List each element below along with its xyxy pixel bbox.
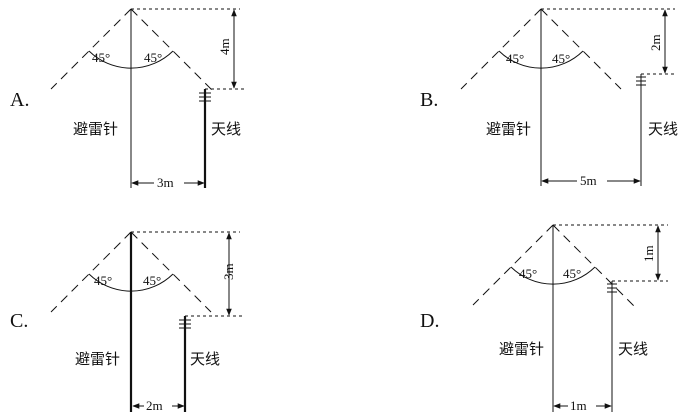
distance-label-bg xyxy=(568,397,596,413)
height-label: 3m xyxy=(221,263,236,280)
left-angle-label: 45° xyxy=(94,273,112,288)
protection-cone-left xyxy=(460,8,542,90)
right-angle-label: 45° xyxy=(143,273,161,288)
panel-a: A. 45° 45° 4m 避雷针 天线 3m xyxy=(10,8,244,190)
rod-label: 避雷针 xyxy=(75,350,120,368)
right-angle-label: 45° xyxy=(552,51,570,66)
antenna-label: 天线 xyxy=(211,120,241,138)
distance-label-bg xyxy=(144,397,172,413)
distance-label: 2m xyxy=(146,398,163,413)
protection-cone-right xyxy=(130,231,212,313)
protection-cone-right xyxy=(540,8,622,90)
left-angle-label: 45° xyxy=(506,51,524,66)
right-angle-label: 45° xyxy=(144,50,162,65)
antenna-label: 天线 xyxy=(648,120,678,138)
distance-label: 3m xyxy=(157,175,174,190)
protection-cone-left xyxy=(50,8,132,90)
panel-c: C. 45° 45° 3m 避雷针 天线 2m xyxy=(10,231,244,413)
angle-arc xyxy=(88,273,174,292)
option-label: B. xyxy=(420,89,438,111)
angle-arc xyxy=(88,50,174,69)
angle-arc xyxy=(510,266,596,285)
distance-label-bg xyxy=(577,172,607,188)
rod-label: 避雷针 xyxy=(499,340,544,358)
rod-label: 避雷针 xyxy=(486,120,531,138)
protection-cone-right xyxy=(552,224,637,309)
panel-b: B. 45° 45° 2m 避雷针 天线 5m xyxy=(420,8,678,188)
rod-label: 避雷针 xyxy=(73,120,118,138)
antenna-label: 天线 xyxy=(618,340,648,358)
height-label: 4m xyxy=(217,38,232,55)
distance-label: 5m xyxy=(580,173,597,188)
distance-label: 1m xyxy=(570,398,587,413)
height-label: 2m xyxy=(648,34,663,51)
option-label: D. xyxy=(420,310,439,332)
option-label: C. xyxy=(10,310,28,332)
protection-cone-right xyxy=(130,8,214,92)
left-angle-label: 45° xyxy=(519,266,537,281)
distance-label-bg xyxy=(154,174,184,190)
height-label: 1m xyxy=(641,245,656,262)
option-label: A. xyxy=(10,89,29,111)
angle-arc xyxy=(498,50,584,69)
panel-d: D. 45° 45° 1m 避雷针 天线 1m xyxy=(420,224,668,413)
protection-cone-left xyxy=(50,231,132,313)
protection-cone-left xyxy=(472,224,554,306)
right-angle-label: 45° xyxy=(563,266,581,281)
left-angle-label: 45° xyxy=(92,50,110,65)
antenna-label: 天线 xyxy=(190,350,220,368)
